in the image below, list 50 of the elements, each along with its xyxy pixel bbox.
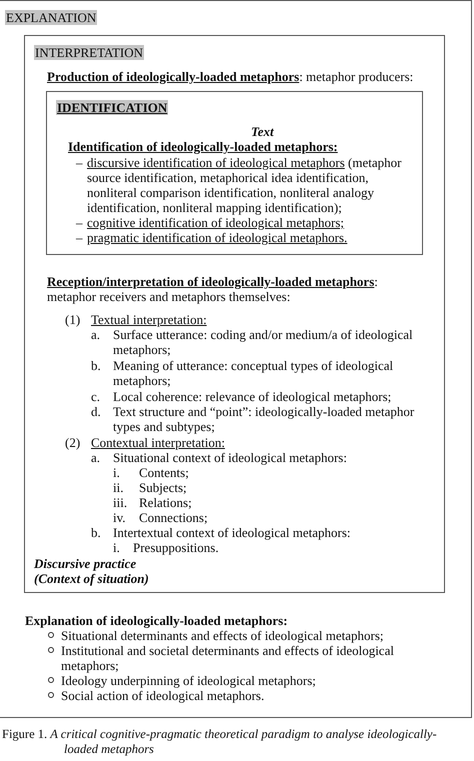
list-marker: i.: [113, 540, 120, 555]
list-item: Intertextual context of ideological metaphors:: [113, 525, 352, 540]
list-marker: –: [76, 230, 82, 245]
section-heading: EXPLANATION: [5, 10, 98, 25]
list-marker: d.: [91, 404, 101, 419]
list-item: Contextual interpretation:: [91, 435, 226, 450]
paragraph: Production of ideologically-loaded metaphors: metaphor producers:: [47, 69, 414, 84]
list-marker: iv.: [113, 510, 126, 525]
figure-caption: Figure 1. A critical cognitive-pragmatic theoretical paradigm to analyse ideologically-loaded metaphors: [2, 727, 438, 757]
list-item: discursive identification of ideological metaphors (metaphor source identification, metaphorical idea identification, nonliteral comparison identification, nonliteral analogy identification, nonliteral mapping identification);: [87, 155, 402, 215]
list-item: Situational context of ideological metaphors:: [113, 450, 348, 465]
section-box: [24, 35, 445, 593]
list-item: Connections;: [139, 510, 209, 525]
list-item: Local coherence: relevance of ideological metaphors;: [113, 389, 392, 404]
section-heading: IDENTIFICATION: [56, 100, 168, 115]
list-item: cognitive identification of ideological metaphors;: [87, 215, 346, 230]
list-marker: b.: [91, 358, 101, 373]
list-item: Institutional and societal determinants and effects of ideological metaphors;: [61, 643, 395, 673]
list-item: Contents;: [139, 465, 190, 480]
list-item: Subjects;: [139, 480, 188, 495]
list-item: Meaning of utterance: conceptual types of ideological metaphors;: [113, 358, 394, 388]
list-marker: –: [76, 215, 82, 230]
list-marker: –: [76, 155, 82, 170]
list-item: Text structure and “point”: ideologically-loaded metaphor types and subtypes;: [113, 404, 416, 434]
list-item: Social action of ideological metaphors.: [61, 688, 266, 703]
section-heading: INTERPRETATION: [34, 45, 144, 60]
list-marker: c.: [91, 389, 100, 404]
list-item: Relations;: [139, 495, 193, 510]
list-item: Presuppositions.: [133, 540, 220, 555]
label-text: Discursive practice: [34, 556, 136, 571]
section-box: [0, 0, 472, 718]
paragraph: Reception/interpretation of ideologically-loaded metaphors: metaphor receivers and metaphors themselves:: [47, 274, 379, 304]
label-text: (Context of situation): [34, 571, 149, 586]
list-item: Ideology underpinning of ideological metaphors;: [61, 673, 317, 688]
list-marker: i.: [113, 465, 120, 480]
list-marker: b.: [91, 525, 101, 540]
list-item: pragmatic identification of ideological metaphors.: [87, 230, 348, 245]
list-item: Situational determinants and effects of ideological metaphors;: [61, 628, 384, 643]
list-heading: Identification of ideologically-loaded metaphors:: [68, 139, 338, 154]
list-marker: a.: [91, 327, 100, 342]
list-marker: iii.: [113, 495, 128, 510]
list-marker: (1): [65, 312, 80, 327]
list-heading: Explanation of ideologically-loaded metaphors:: [25, 613, 288, 628]
list-marker: (2): [65, 435, 80, 450]
list-marker: a.: [91, 450, 100, 465]
list-marker: ii.: [113, 480, 124, 495]
label-text: Text: [251, 124, 274, 139]
list-item: Surface utterance: coding and/or medium/a of ideological metaphors;: [113, 327, 414, 357]
section-box: [46, 91, 423, 255]
list-item: Textual interpretation:: [91, 312, 208, 327]
